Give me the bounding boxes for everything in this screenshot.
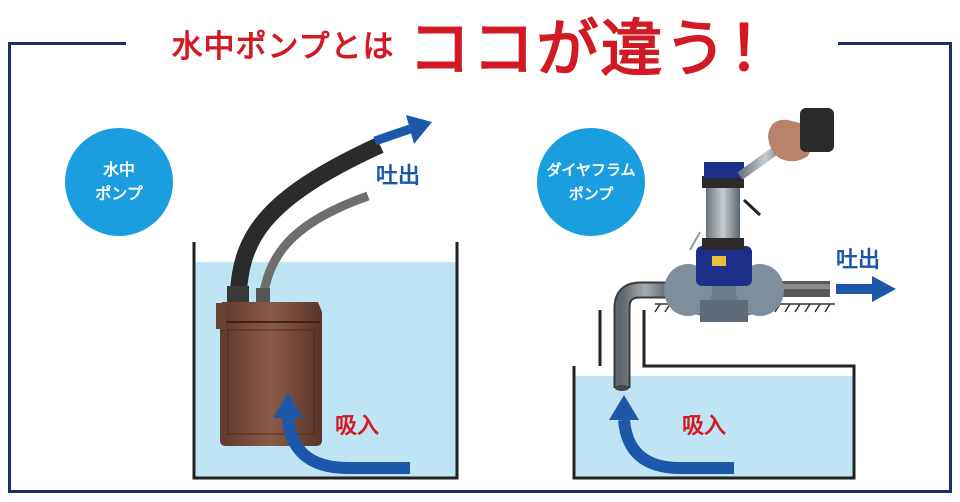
right-suction-arrow [609,395,734,474]
title-prefix: 水中ポンプとは [171,28,395,65]
left-suction-arrow [273,393,410,474]
diaphragm-badge-line1: ダイヤフラム [546,161,636,179]
submersible-badge-line2: ポンプ [95,184,143,203]
diaphragm-pump-badge: ダイヤフラム ポンプ [537,128,645,236]
submersible-badge-line1: 水中 [102,160,135,179]
left-tank-wall [192,242,459,480]
title-emphasis: ココが違う！ [408,12,793,85]
frame-top-right-segment [838,42,949,45]
submersible-pump-badge: 水中 ポンプ [65,128,173,236]
right-tank-wall [572,310,856,480]
left-suction-label: 吸入 [335,414,380,439]
right-suction-label: 吸入 [682,414,727,439]
diaphragm-badge-line2: ポンプ [568,185,614,203]
page-title: 水中ポンプとは ココが違う！ [126,0,838,86]
diaphragm-pump [613,108,834,391]
left-discharge-label: 吐出 [376,164,421,189]
right-discharge-arrow [836,276,896,302]
diagram-frame [8,42,952,493]
frame-top-left-segment [8,42,126,45]
right-discharge-label: 吐出 [836,248,881,273]
left-discharge-arrow [373,115,432,146]
